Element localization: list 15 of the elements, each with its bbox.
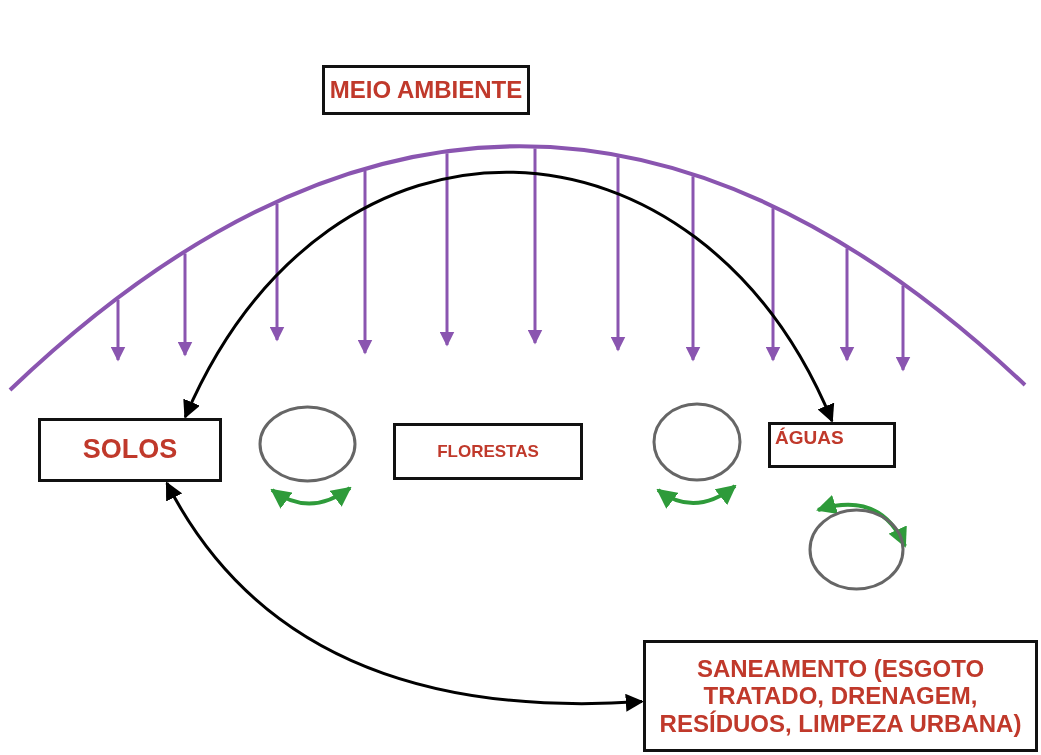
circle-outline <box>258 405 357 483</box>
box-label: MEIO AMBIENTE <box>328 76 524 104</box>
arrow <box>165 481 644 712</box>
box-label: SOLOS <box>81 434 179 466</box>
text-box <box>393 423 583 480</box>
box-label: FLORESTAS <box>436 441 540 462</box>
circle-outline <box>808 508 905 591</box>
box-label: SANEAMENTO (ESGOTO TRATADO, DRENAGEM, RESÍDUOS, LIMPEZA URBANA) <box>658 654 1023 738</box>
text-box <box>38 418 222 482</box>
text-box <box>322 65 530 115</box>
arrow <box>183 170 834 423</box>
text-box <box>643 640 1038 752</box>
circle-outline <box>652 402 742 482</box>
text-box <box>768 422 896 468</box>
box-label: ÁGUAS <box>774 426 845 450</box>
